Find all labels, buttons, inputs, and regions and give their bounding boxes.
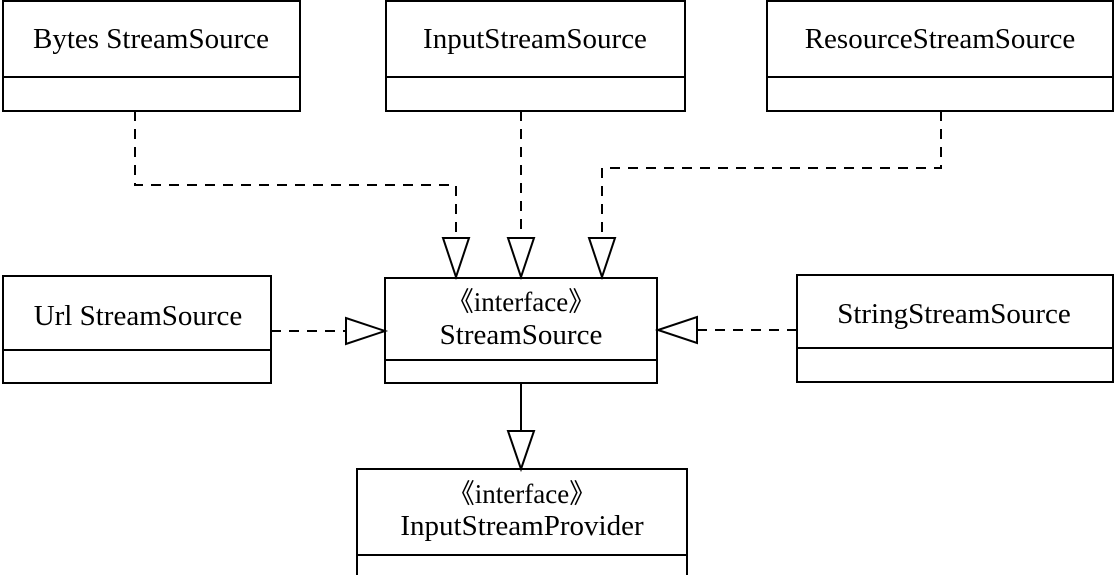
class-resourcestreamsource: ResourceStreamSource — [766, 0, 1114, 112]
class-streamsource-interface: 《interface》 StreamSource — [384, 277, 658, 384]
class-inputstreamprovider-interface: 《interface》 InputStreamProvider — [356, 468, 688, 575]
stereotype-label: 《interface》 — [447, 287, 595, 317]
class-name: StreamSource — [440, 319, 603, 351]
class-name: InputStreamSource — [423, 23, 647, 55]
realization-arrowhead — [345, 316, 389, 346]
class-stringstreamsource: StringStreamSource — [796, 274, 1114, 383]
realization-arrowhead — [654, 315, 698, 345]
realization-arrowhead — [587, 237, 617, 281]
class-inputstreamsource: InputStreamSource — [385, 0, 686, 112]
realization-url-to-streamsource — [271, 316, 389, 346]
class-name: StringStreamSource — [837, 298, 1071, 330]
realization-bytes-to-streamsource — [134, 111, 471, 281]
class-name: Bytes StreamSource — [33, 23, 269, 55]
class-name: ResourceStreamSource — [805, 23, 1076, 55]
realization-string-to-streamsource — [654, 315, 797, 345]
class-bytes-streamsource: Bytes StreamSource — [2, 0, 301, 112]
generalization-streamsource-to-provider — [506, 383, 536, 473]
class-url-streamsource: Url StreamSource — [2, 275, 272, 384]
generalization-arrowhead — [506, 430, 536, 473]
realization-arrowhead — [506, 237, 536, 281]
class-name: Url StreamSource — [34, 300, 243, 332]
realization-arrowhead — [441, 237, 471, 281]
class-name: InputStreamProvider — [400, 510, 644, 542]
realization-input-to-streamsource — [506, 111, 536, 281]
stereotype-label: 《interface》 — [448, 479, 596, 509]
realization-resource-to-streamsource — [587, 111, 942, 281]
